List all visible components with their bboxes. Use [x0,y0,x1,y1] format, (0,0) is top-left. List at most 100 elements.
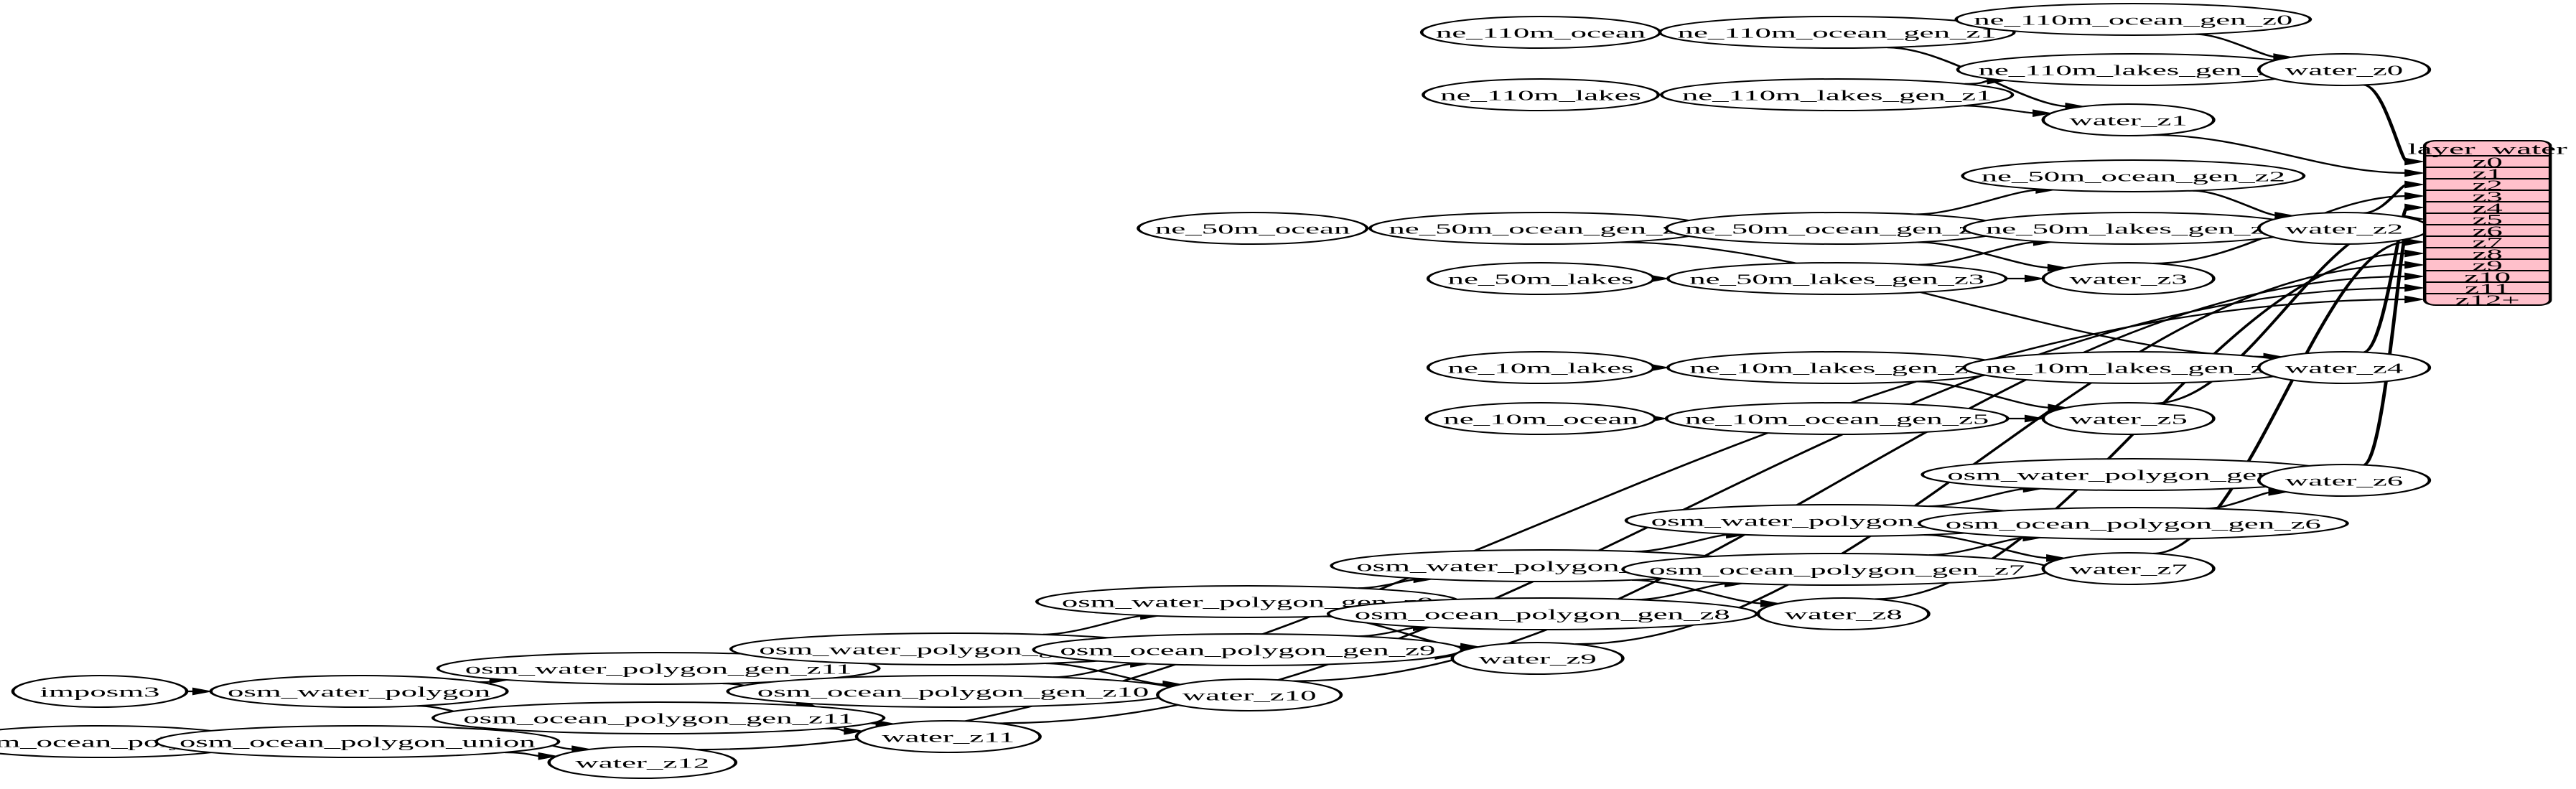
node-water_z6[interactable]: water_z6 [2257,464,2432,497]
node-ne_110m_lakes[interactable]: ne_110m_lakes [1422,78,1661,111]
node-water_z7[interactable]: water_z7 [2041,552,2216,585]
edge-ne_110m_lakes_gen_z1-to-water_z1 [1964,105,2037,114]
node-ne_10m_lakes[interactable]: ne_10m_lakes [1426,351,1656,384]
edge-osm_water_polygon_gen_z10-to-water_z10 [1045,662,1167,686]
node-shape-osm_ocean_polygon_gen_z6 [1917,507,2349,540]
node-ne_50m_lakes_gen_z3[interactable]: ne_50m_lakes_gen_z3 [1666,262,2008,295]
node-shape-osm_water_polygon_gen_z11 [436,652,881,685]
edge-osm_ocean_polygon_gen_z8-to-osm_ocean_polygon_gen_z7 [1636,582,1730,601]
node-water_z2[interactable]: water_z2 [2257,212,2432,245]
node-label-ne_50m_lakes_gen_z2: ne_50m_lakes_gen_z2 [1986,221,2281,237]
node-shape-water_z5 [2041,402,2216,435]
node-ne_110m_lakes_gen_z0[interactable]: ne_110m_lakes_gen_z0 [1956,53,2310,86]
node-label-water_z3: water_z3 [2069,271,2187,287]
edge-water_z1-to-legend-z1 [2153,134,2407,174]
node-water_z11[interactable]: water_z11 [854,720,1042,753]
node-water_z9[interactable]: water_z9 [1450,642,1625,675]
node-label-water_z2: water_z2 [2285,221,2403,237]
arrowhead-imposm3-to-osm_water_polygon [192,687,213,696]
legend-row-z2[interactable]: z2 [2472,177,2502,193]
legend-row-z10[interactable]: z10 [2464,269,2511,285]
edge-ne_10m_lakes_gen_z5-to-water_z5 [1916,381,2053,408]
node-osm_ocean_polygon_gen_z7[interactable]: osm_ocean_polygon_gen_z7 [1621,553,2053,586]
node-label-ne_50m_ocean_gen_z3: ne_50m_ocean_gen_z3 [1685,221,1989,237]
node-shape-ne_110m_lakes_gen_z1 [1660,78,2015,111]
node-label-osm_ocean_polygon_gen_z9: osm_ocean_polygon_gen_z9 [1060,643,1435,658]
edge-ne_50m_ocean_gen_z3-to-ne_50m_ocean_gen_z2 [1915,189,2040,215]
edge-ne_50m_lakes_gen_z3-to-ne_50m_lakes_gen_z2 [1918,241,2038,266]
node-ne_50m_lakes[interactable]: ne_50m_lakes [1426,262,1656,295]
node-label-ne_50m_lakes: ne_50m_lakes [1448,271,1634,287]
edge-ne_50m_ocean_gen_z2-to-water_z2 [2193,190,2279,217]
node-label-ne_110m_ocean_gen_z0: ne_110m_ocean_gen_z0 [1974,12,2292,28]
node-osm_water_polygon[interactable]: osm_water_polygon [209,675,509,708]
node-label-ne_10m_ocean_gen_z5: ne_10m_ocean_gen_z5 [1685,411,1989,427]
node-ne_110m_ocean_gen_z1[interactable]: ne_110m_ocean_gen_z1 [1658,16,2016,49]
node-water_z8[interactable]: water_z8 [1756,597,1931,630]
node-shape-osm_ocean_polygon_gen_z11 [431,701,886,734]
node-label-osm_ocean_polygon_gen_z8: osm_ocean_polygon_gen_z8 [1355,607,1730,622]
node-osm_ocean_polygon_gen_z9[interactable]: osm_ocean_polygon_gen_z9 [1032,633,1464,666]
edge-water_z2-to-legend-z2 [2363,183,2409,214]
node-ne_110m_ocean[interactable]: ne_110m_ocean [1419,16,1662,49]
node-imposm3[interactable]: imposm3 [11,675,189,708]
node-label-ne_50m_ocean: ne_50m_ocean [1155,221,1350,237]
node-osm_ocean_polygon_union[interactable]: osm_ocean_polygon_union [154,725,561,758]
node-osm_ocean_polygon_gen_z8[interactable]: osm_ocean_polygon_gen_z8 [1326,597,1758,630]
legend-row-z9[interactable]: z9 [2472,258,2502,274]
legend-row-z7[interactable]: z7 [2472,235,2502,251]
node-shape-osm_ocean_polygon_union [154,725,561,758]
node-ne_110m_lakes_gen_z1[interactable]: ne_110m_lakes_gen_z1 [1660,78,2015,111]
node-water_z0[interactable]: water_z0 [2257,53,2432,86]
nodes-layer: imposm3 osm_water_polygon osm_ocean_polygo… [0,3,2432,779]
arrowhead-water_z10-to-legend-z10 [2404,272,2425,281]
node-osm_ocean_polygon_gen_z10[interactable]: osm_ocean_polygon_gen_z10 [726,675,1180,708]
edge-ne_50m_ocean_gen_z4-to-water_z4 [1621,241,2268,358]
node-ne_10m_ocean[interactable]: ne_10m_ocean [1424,402,1657,435]
node-shape-ne_50m_ocean [1137,212,1369,245]
legend-row-z1[interactable]: z1 [2472,166,2502,182]
legend-row-z0[interactable]: z0 [2472,154,2502,170]
node-ne_110m_ocean_gen_z0[interactable]: ne_110m_ocean_gen_z0 [1954,3,2313,36]
arrowhead-ne_50m_lakes_gen_z3-to-water_z3 [2024,274,2045,283]
legend-row-z3[interactable]: z3 [2472,189,2502,205]
node-osm_water_polygon_gen_z11[interactable]: osm_water_polygon_gen_z11 [436,652,881,685]
legend-row-z11[interactable]: z11 [2465,281,2510,297]
node-osm_ocean_polygon_gen_z11[interactable]: osm_ocean_polygon_gen_z11 [431,701,886,734]
node-ne_10m_lakes_gen_z5[interactable]: ne_10m_lakes_gen_z5 [1666,351,2008,384]
legend-row-z12+[interactable]: z12+ [2455,292,2520,308]
node-water_z10[interactable]: water_z10 [1156,678,1343,711]
node-osm_ocean_polygon_gen_z6[interactable]: osm_ocean_polygon_gen_z6 [1917,507,2349,540]
node-label-osm_ocean_polygon_gen_z11: osm_ocean_polygon_gen_z11 [463,711,854,727]
node-ne_50m_lakes_gen_z2[interactable]: ne_50m_lakes_gen_z2 [1962,212,2305,245]
arrowhead-water_z2-to-legend-z2 [2404,180,2425,189]
node-shape-ne_10m_ocean [1424,402,1657,435]
node-shape-osm_water_polygon [209,675,509,708]
node-label-water_z9: water_z9 [1478,651,1596,667]
node-ne_50m_ocean_gen_z2[interactable]: ne_50m_ocean_gen_z2 [1961,159,2306,192]
node-water_z4[interactable]: water_z4 [2257,351,2432,384]
node-osm_water_polygon_gen_z6[interactable]: osm_water_polygon_gen_z6 [1921,458,2346,491]
node-water_z12[interactable]: water_z12 [547,746,738,779]
legend-row-z4[interactable]: z4 [2472,200,2502,216]
node-label-ne_110m_ocean_gen_z1: ne_110m_ocean_gen_z1 [1678,25,1997,41]
edge-osm_water_polygon_gen_z10-to-osm_water_polygon_gen_z9 [1042,615,1145,635]
node-water_z5[interactable]: water_z5 [2041,402,2216,435]
node-ne_50m_ocean_gen_z3[interactable]: ne_50m_ocean_gen_z3 [1664,212,2010,245]
node-ne_10m_ocean_gen_z5[interactable]: ne_10m_ocean_gen_z5 [1664,402,2010,435]
node-shape-ne_110m_ocean_gen_z0 [1954,3,2313,36]
legend-title: layer_water [2408,141,2567,157]
arrowhead-water_z12-to-legend-z12+ [2404,295,2425,304]
node-water_z3[interactable]: water_z3 [2041,262,2216,295]
node-label-ne_50m_lakes_gen_z3: ne_50m_lakes_gen_z3 [1689,271,1984,287]
legend-row-z5[interactable]: z5 [2472,212,2502,228]
legend-row-z6[interactable]: z6 [2472,223,2502,239]
node-ne_50m_ocean_gen_z4[interactable]: ne_50m_ocean_gen_z4 [1368,212,1714,245]
node-ne_10m_lakes_gen_z4[interactable]: ne_10m_lakes_gen_z4 [1962,351,2305,384]
legend-row-z8[interactable]: z8 [2472,246,2502,262]
node-ne_50m_ocean[interactable]: ne_50m_ocean [1137,212,1369,245]
node-label-water_z0: water_z0 [2285,62,2403,78]
node-label-ne_110m_lakes: ne_110m_lakes [1440,88,1641,103]
node-water_z1[interactable]: water_z1 [2041,103,2216,136]
legend-layer-water-table [2422,140,2552,306]
